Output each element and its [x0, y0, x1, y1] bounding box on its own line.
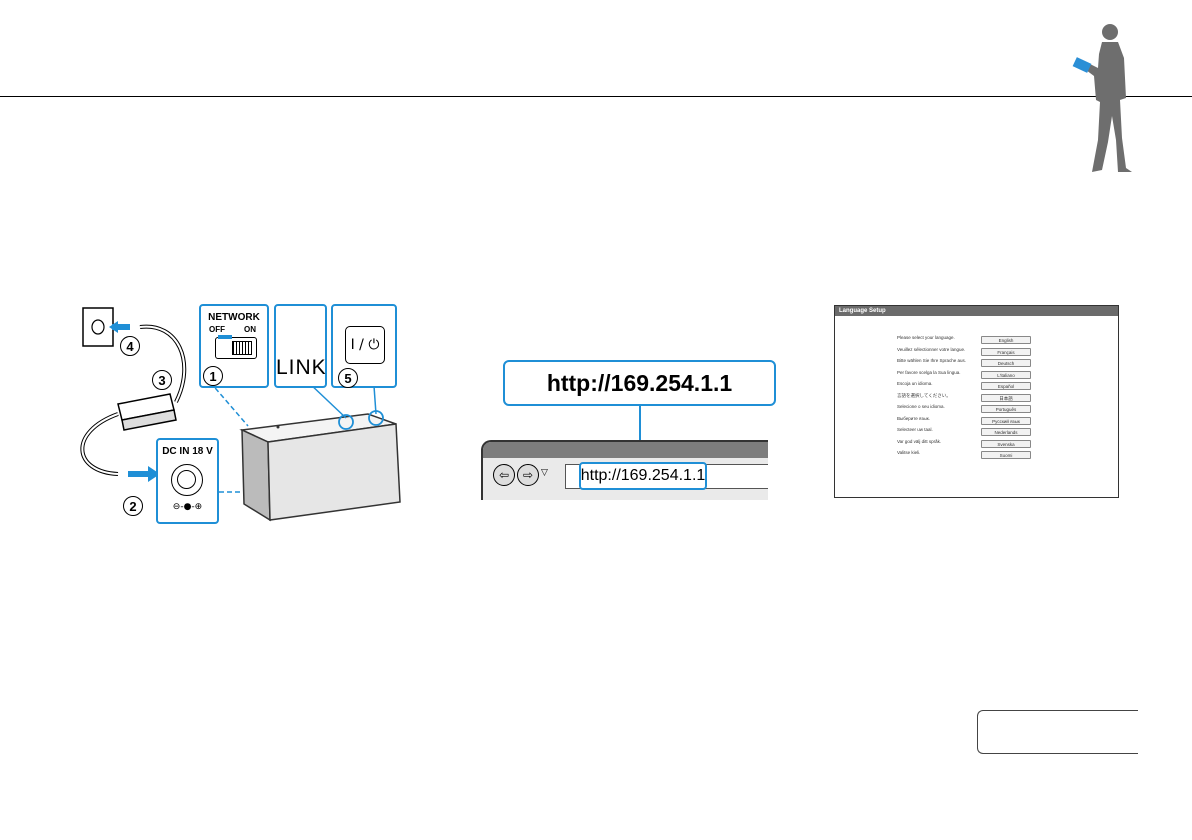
language-row: Selecteer uw taal. Nederlands	[897, 427, 1097, 438]
callout-connector	[639, 406, 641, 446]
language-row: Выберите язык. Русский язык	[897, 416, 1097, 427]
language-row: Valitse kieli. Suomi	[897, 450, 1097, 461]
link-label: LINK	[276, 356, 327, 379]
language-prompt: Per favore scelga la Sua lingua.	[897, 369, 961, 375]
language-button[interactable]: Svenska	[981, 439, 1031, 448]
address-bar-url[interactable]: http://169.254.1.1	[579, 462, 707, 490]
language-prompt: 言語を選択してください。	[897, 392, 951, 398]
switch-off-label: OFF	[209, 325, 225, 334]
language-prompt: Valitse kieli.	[897, 450, 921, 455]
polarity-symbol-icon: ⊖-●-⊕	[172, 502, 203, 512]
language-row: Per favore scelga la Sua lingua. L'italia…	[897, 370, 1097, 381]
language-prompt: Selecteer uw taal.	[897, 427, 933, 432]
language-prompt: Please select your language.	[897, 335, 955, 340]
step-3-marker: 3	[152, 370, 172, 390]
dc-jack-icon	[171, 464, 203, 496]
language-prompt: Bitte wählen Sie Ihre Sprache aus.	[897, 358, 967, 363]
back-button[interactable]: ⇦	[493, 464, 515, 486]
step-1-marker: 1	[203, 366, 223, 386]
language-prompt: Var god välj ditt språk.	[897, 438, 942, 444]
forward-button[interactable]: ⇨	[517, 464, 539, 486]
network-label: NETWORK	[208, 312, 260, 323]
step-5-marker: 5	[338, 368, 358, 388]
language-button[interactable]: L'italiano	[981, 370, 1031, 379]
language-row: Please select your language. English	[897, 335, 1097, 346]
header-rule	[0, 96, 1192, 97]
network-switch-panel: NETWORK OFF ON 1	[199, 304, 269, 388]
person-with-tablet-illustration	[1072, 24, 1132, 172]
step-2-marker: 2	[123, 496, 143, 516]
language-button[interactable]: Français	[981, 347, 1031, 356]
language-row: 言語を選択してください。 日本語	[897, 393, 1097, 404]
language-setup-title: Language Setup	[835, 306, 1118, 316]
dc-in-label: DC IN 18 V	[162, 446, 213, 457]
link-indicator-panel: LINK	[274, 304, 327, 388]
language-row: Selecione o seu idioma. Português	[897, 404, 1097, 415]
language-row: Escoja un idioma. Español	[897, 381, 1097, 392]
language-button[interactable]: 日本語	[981, 393, 1031, 402]
language-row: Var god välj ditt språk. Svenska	[897, 439, 1097, 450]
language-row: Bitte wählen Sie Ihre Sprache aus. Deutsc…	[897, 358, 1097, 369]
language-button[interactable]: Deutsch	[981, 359, 1031, 367]
language-prompt: Escoja un idioma.	[897, 381, 933, 386]
dc-in-panel: DC IN 18 V ⊖-●-⊕	[156, 438, 219, 524]
step-4-marker: 4	[120, 336, 140, 356]
switch-on-label: ON	[244, 325, 256, 334]
network-toggle-switch[interactable]	[215, 335, 257, 359]
language-button[interactable]: Русский язык	[981, 416, 1031, 425]
language-row: Veuillez sélectionner votre langue. Franç…	[897, 347, 1097, 358]
browser-title-bar	[483, 442, 768, 458]
language-prompt: Selecione o seu idioma.	[897, 404, 945, 409]
language-button[interactable]: English	[981, 336, 1031, 344]
power-button-panel: I / ⏻ 5	[331, 304, 397, 388]
language-button[interactable]: Suomi	[981, 451, 1031, 459]
page-tab-outline	[977, 710, 1138, 754]
language-button[interactable]: Nederlands	[981, 428, 1031, 436]
language-button[interactable]: Português	[981, 405, 1031, 413]
history-dropdown-icon[interactable]: ▽	[541, 468, 548, 478]
url-callout: http://169.254.1.1	[503, 360, 776, 406]
language-prompt: Veuillez sélectionner votre langue.	[897, 346, 966, 352]
power-button[interactable]: I / ⏻	[345, 326, 385, 364]
slide-arrow-icon	[218, 335, 232, 339]
language-prompt: Выберите язык.	[897, 415, 930, 421]
browser-window: ⇦ ⇨ ▽ http://169.254.1.1	[481, 440, 768, 500]
language-button[interactable]: Español	[981, 382, 1031, 390]
language-setup-window: Language Setup Please select your langua…	[834, 305, 1119, 498]
